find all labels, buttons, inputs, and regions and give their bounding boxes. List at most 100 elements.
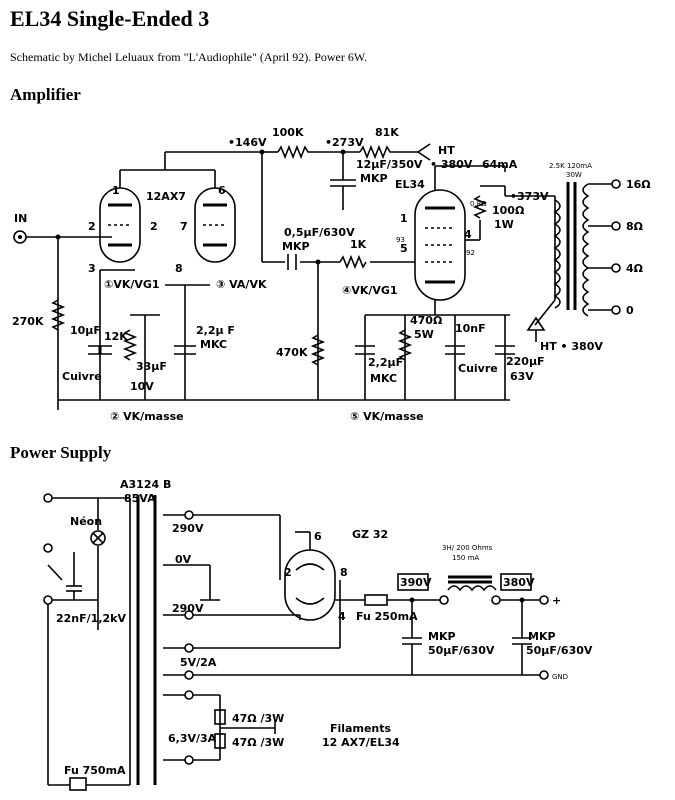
amplifier-schematic: •146V 100K •273V 81K HT • 380V 64mA 12µF… xyxy=(12,126,651,423)
label-vk-masse-2: ② VK/masse xyxy=(110,410,184,423)
pin-93: 93 xyxy=(396,236,405,244)
label-2-2uf-1: 2,2µ F xyxy=(196,324,235,337)
label-cuivre-2: Cuivre xyxy=(458,362,498,375)
label-470k: 470K xyxy=(276,346,308,359)
label-2-2uf-2: 2,2µF xyxy=(368,356,403,369)
label-100-ohm: 100Ω xyxy=(492,204,525,217)
label-12ax7: 12AX7 xyxy=(146,190,186,203)
amplifier-heading: Amplifier xyxy=(10,85,81,104)
label-vk-masse-5: ⑤ VK/masse xyxy=(350,410,424,423)
label-10uf: 10µF xyxy=(70,324,101,337)
label-47-ohm-a: 47Ω /3W xyxy=(232,712,284,725)
label-63v: 63V xyxy=(510,370,534,383)
label-100k: 100K xyxy=(272,126,304,139)
label-373v: •373V xyxy=(510,190,549,203)
label-transformer-w: 30W xyxy=(566,171,582,179)
label-6-3v: 6,3V/3A xyxy=(168,732,217,745)
label-85va: 85VA xyxy=(124,492,156,505)
label-mkp-1: MKP xyxy=(360,172,388,185)
label-380v: 380V xyxy=(503,576,535,589)
label-47-ohm-b: 47Ω /3W xyxy=(232,736,284,749)
label-fu250: Fu 250mA xyxy=(356,610,418,623)
tube-12ax7-a xyxy=(99,187,141,263)
ps-labels: A3124 B 85VA Néon 22nF/1,2kV Fu 750mA 29… xyxy=(56,478,593,777)
pin-1-el34: 1 xyxy=(400,212,408,225)
label-0-5uf: 0,5µF/630V xyxy=(284,226,355,239)
label-81k: 81K xyxy=(375,126,399,139)
schematic-caption: Schematic by Michel Leluaux from "L'Audi… xyxy=(10,50,368,64)
label-0-8-ohm: 0,8Ω xyxy=(470,200,487,208)
label-220uf: 220µF xyxy=(506,355,545,368)
label-12k: 12K xyxy=(104,330,128,343)
label-50uf-b: 50µF/630V xyxy=(526,644,593,657)
label-mkp-2: MKP xyxy=(282,240,310,253)
label-5v-2a: 5V/2A xyxy=(180,656,217,669)
tap-0: 0 xyxy=(626,304,634,317)
label-gz32: GZ 32 xyxy=(352,528,388,541)
label-64ma: 64mA xyxy=(482,158,518,171)
label-cuivre-1: Cuivre xyxy=(62,370,102,383)
label-vk-vg1-4: ④VK/VG1 xyxy=(342,284,398,297)
amp-resistors xyxy=(50,144,488,366)
label-0v: 0V xyxy=(175,553,192,566)
power-supply-schematic: A3124 B 85VA Néon 22nF/1,2kV Fu 750mA 29… xyxy=(43,478,593,791)
pin-4: 4 xyxy=(464,228,472,241)
label-filaments: Filaments xyxy=(330,722,391,735)
label-146v: •146V xyxy=(228,136,267,149)
label-1k: 1K xyxy=(350,238,367,251)
ps-pin-2: 2 xyxy=(284,566,292,579)
label-mkp-a: MKP xyxy=(428,630,456,643)
label-vk-vg1-1: ①VK/VG1 xyxy=(104,278,160,291)
tap-4: 4Ω xyxy=(626,262,644,275)
label-273v: •273V xyxy=(325,136,364,149)
amp-labels: •146V 100K •273V 81K HT • 380V 64mA 12µF… xyxy=(12,126,651,423)
label-10v: 10V xyxy=(130,380,154,393)
ps-pin-6: 6 xyxy=(314,530,322,543)
ps-pin-4: 4 xyxy=(338,610,346,623)
label-10nf: 10nF xyxy=(455,322,486,335)
ps-wiring xyxy=(43,493,549,791)
label-390v: 390V xyxy=(400,576,432,589)
label-transformer: 2.5K 120mA xyxy=(549,162,592,170)
label-50uf-a: 50µF/630V xyxy=(428,644,495,657)
amp-wiring xyxy=(13,143,621,410)
label-el34: EL34 xyxy=(395,178,425,191)
label-1w: 1W xyxy=(494,218,514,231)
pin-2b: 2 xyxy=(150,220,158,233)
label-ht-380v: • 380V xyxy=(430,158,473,171)
pin-7: 7 xyxy=(180,220,188,233)
label-in: IN xyxy=(14,212,27,225)
label-choke: 3H/ 200 Ohms xyxy=(442,544,493,552)
label-plus: + xyxy=(552,594,561,607)
label-va-vk: ③ VA/VK xyxy=(216,278,267,291)
label-mkc-1: MKC xyxy=(200,338,227,351)
label-neon: Néon xyxy=(70,515,102,528)
pin-3: 3 xyxy=(88,262,96,275)
label-12uf: 12µF/350V xyxy=(356,158,423,171)
pin-6: 6 xyxy=(218,184,226,197)
label-290v-a: 290V xyxy=(172,522,204,535)
pin-5: 5 xyxy=(400,242,408,255)
label-270k: 270K xyxy=(12,315,44,328)
tube-el34 xyxy=(414,189,466,301)
label-mkp-b: MKP xyxy=(528,630,556,643)
tube-12ax7-b xyxy=(194,187,236,263)
label-33uf: 33µF xyxy=(136,360,167,373)
tap-8: 8Ω xyxy=(626,220,644,233)
label-mkc-2: MKC xyxy=(370,372,397,385)
label-choke-i: 150 mA xyxy=(452,554,479,562)
label-ht-380v-2: HT • 380V xyxy=(540,340,603,353)
pin-92: 92 xyxy=(466,249,475,257)
ps-pin-8: 8 xyxy=(340,566,348,579)
pin-1: 1 xyxy=(112,184,120,197)
pin-8: 8 xyxy=(175,262,183,275)
label-22nf: 22nF/1,2kV xyxy=(56,612,126,625)
tap-16: 16Ω xyxy=(626,178,651,191)
power-supply-heading: Power Supply xyxy=(10,443,112,462)
label-12ax7-el34: 12 AX7/EL34 xyxy=(322,736,400,749)
label-fu750: Fu 750mA xyxy=(64,764,126,777)
page-title: EL34 Single-Ended 3 xyxy=(10,6,210,31)
label-470-ohm: 470Ω xyxy=(410,314,443,327)
label-gnd: GND xyxy=(552,673,568,681)
label-290v-b: 290V xyxy=(172,602,204,615)
